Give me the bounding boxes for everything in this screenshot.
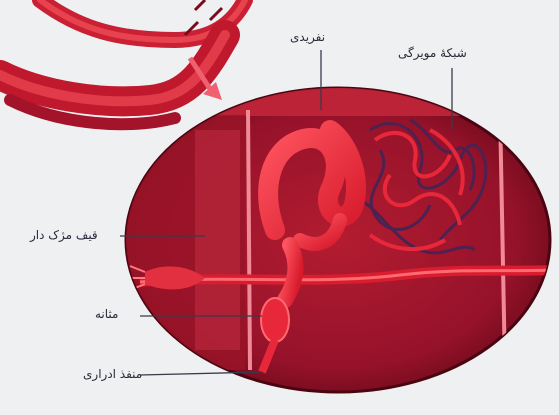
worm-body-segments — [0, 0, 245, 124]
label-excretory-pore: منفذ ادراری — [83, 367, 142, 381]
bladder — [261, 298, 289, 342]
inner-column — [195, 130, 240, 350]
label-ciliated-funnel: قیف مژک دار — [30, 228, 98, 242]
label-nephridium: نفریدی — [290, 30, 325, 44]
label-capillary-network: شبکهٔ مویرگی — [398, 46, 467, 60]
septum-left — [248, 110, 250, 370]
label-bladder: مثانه — [95, 307, 118, 321]
